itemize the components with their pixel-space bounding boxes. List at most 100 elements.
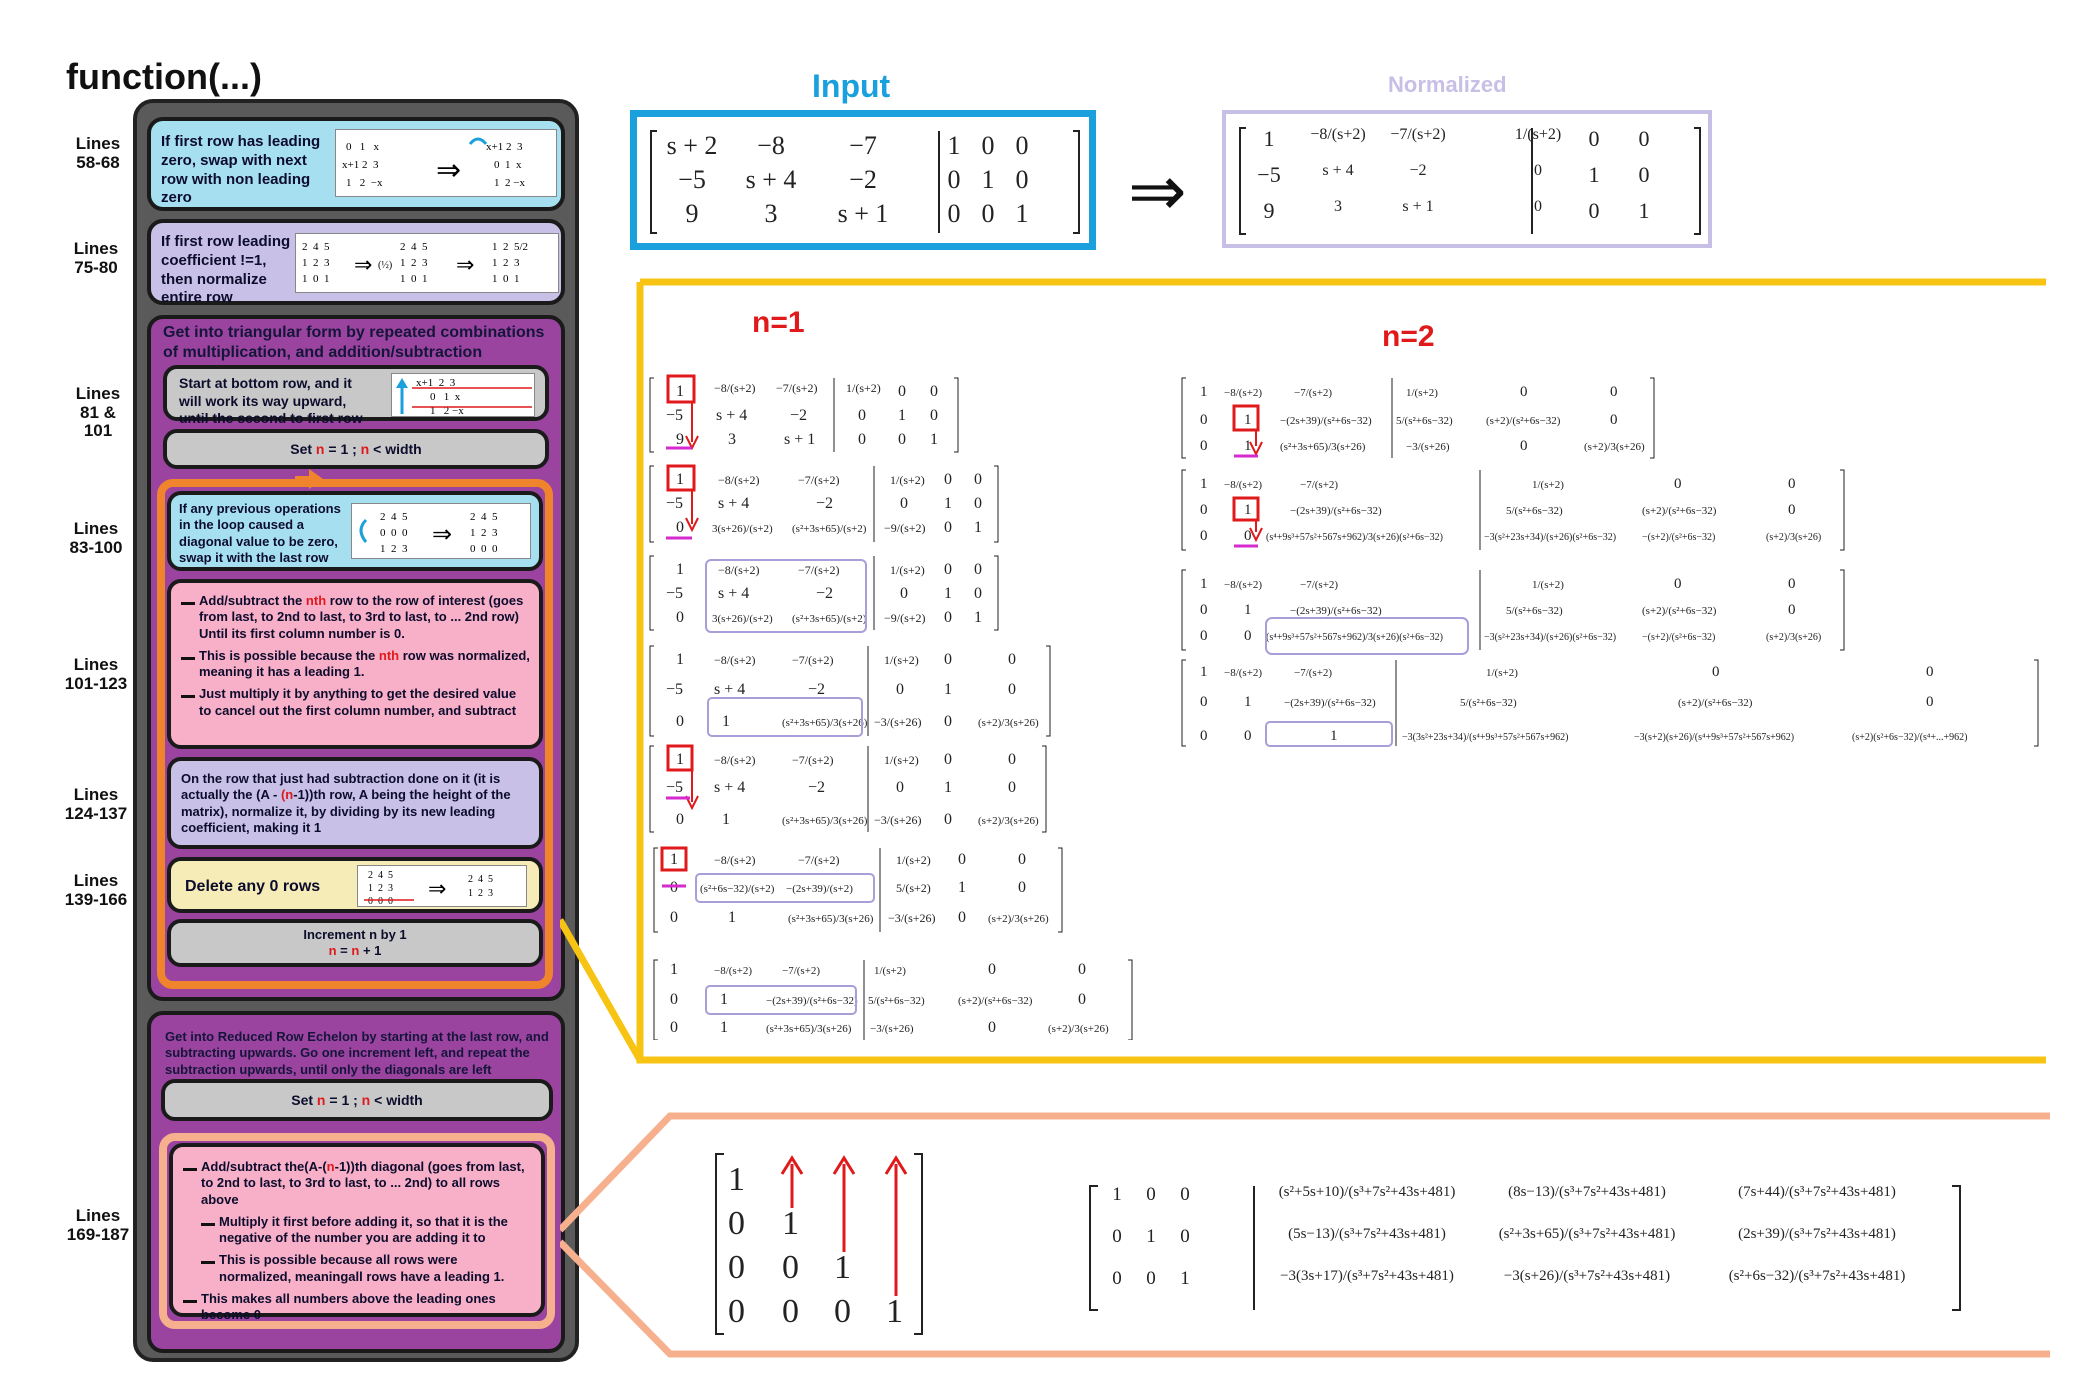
- svg-text:(s²+3s+65)/3(s+26): (s²+3s+65)/3(s+26): [782, 717, 868, 729]
- normalized-matrix-cell: 1: [1588, 162, 1600, 187]
- svg-text:⇒: ⇒: [432, 522, 452, 548]
- svg-text:0: 0: [1520, 438, 1528, 454]
- svg-text:s + 4: s + 4: [714, 681, 745, 698]
- svg-text:0 0 0: 0 0 0: [380, 527, 408, 539]
- input-matrix-cell: s + 1: [837, 199, 889, 228]
- svg-text:0: 0: [898, 383, 906, 400]
- final-matrix-cell: (7s+44)/(s³+7s²+43s+481): [1738, 1184, 1896, 1200]
- input-matrix-cell: 0: [947, 199, 961, 228]
- svg-text:0: 0: [1674, 476, 1682, 492]
- svg-text:−5: −5: [666, 495, 683, 512]
- svg-text:−2: −2: [790, 407, 807, 424]
- final-matrix-cell: 1: [1112, 1184, 1122, 1205]
- final-matrix-cell: 0: [1146, 1268, 1156, 1289]
- svg-text:0: 0: [782, 1293, 799, 1330]
- svg-text:−8/(s+2): −8/(s+2): [714, 381, 756, 395]
- svg-text:⇒: ⇒: [354, 252, 372, 277]
- input-matrix-cell: −2: [849, 165, 877, 194]
- normalized-matrix-cell: 1/(s+2): [1514, 126, 1562, 143]
- svg-text:1 2 −x: 1 2 −x: [346, 177, 383, 189]
- svg-text:1: 1: [974, 609, 982, 626]
- svg-text:−8/(s+2): −8/(s+2): [714, 965, 752, 977]
- svg-text:(s+2)/3(s+26): (s+2)/3(s+26): [1766, 532, 1821, 543]
- rref-bullet-3: This is possible because all rows were n…: [201, 1252, 533, 1285]
- svg-text:(s+2)/3(s+26): (s+2)/3(s+26): [978, 815, 1039, 827]
- svg-text:0: 0: [944, 609, 952, 626]
- svg-text:0: 0: [670, 909, 678, 926]
- svg-text:0: 0: [676, 713, 684, 730]
- loop-rref-frame: [159, 1133, 555, 1329]
- svg-text:0: 0: [944, 751, 952, 768]
- svg-text:(s+2)/(s²+6s−32): (s+2)/(s²+6s−32): [1642, 605, 1717, 617]
- final-matrix-cell: 0: [1112, 1226, 1122, 1247]
- normalize-row-step: On the row that just had subtraction don…: [167, 757, 543, 849]
- page-title: function(...): [66, 56, 262, 97]
- svg-text:0: 0: [1200, 602, 1208, 618]
- svg-text:(s+2)(s²+6s−32)/(s⁴+...+962): (s+2)(s²+6s−32)/(s⁴+...+962): [1852, 732, 1968, 743]
- svg-text:1/(s+2): 1/(s+2): [884, 753, 919, 767]
- svg-text:0: 0: [930, 407, 938, 424]
- svg-text:3: 3: [728, 431, 736, 448]
- svg-text:−8/(s+2): −8/(s+2): [718, 473, 760, 487]
- svg-text:2 4 5: 2 4 5: [400, 241, 428, 253]
- svg-text:0: 0: [1788, 502, 1796, 518]
- svg-text:1: 1: [670, 851, 678, 868]
- svg-text:−7/(s+2): −7/(s+2): [776, 381, 818, 395]
- svg-text:−3/(s+26): −3/(s+26): [1406, 441, 1450, 453]
- svg-text:0: 0: [974, 495, 982, 512]
- svg-text:0: 0: [900, 495, 908, 512]
- svg-text:3(s+26)/(s+2): 3(s+26)/(s+2): [712, 613, 773, 625]
- normalized-matrix-cell: 0: [1638, 162, 1650, 187]
- input-matrix-cell: −5: [678, 165, 706, 194]
- svg-text:(s+2)/3(s+26): (s+2)/3(s+26): [978, 717, 1039, 729]
- normalize-step: If first row leading coefficient !=1, th…: [147, 219, 565, 306]
- svg-text:2 4 5: 2 4 5: [302, 241, 330, 253]
- delete-zero-rows-step: Delete any 0 rows 2 4 5 1 2 3 0 0 0 ⇒ 2 …: [167, 857, 543, 913]
- svg-text:(s+2)/(s²+6s−32): (s+2)/(s²+6s−32): [958, 995, 1033, 1007]
- svg-text:−7/(s+2): −7/(s+2): [798, 563, 840, 577]
- svg-text:0: 0: [898, 431, 906, 448]
- svg-text:−8/(s+2): −8/(s+2): [1224, 579, 1262, 591]
- svg-text:0: 0: [896, 681, 904, 698]
- input-matrix-cell: −8: [757, 131, 785, 160]
- final-matrix-cell: −3(s+26)/(s³+7s²+43s+481): [1503, 1268, 1671, 1284]
- svg-text:(s²+3s+65)/3(s+26): (s²+3s+65)/3(s+26): [1280, 441, 1366, 453]
- svg-text:1: 1: [728, 1161, 745, 1198]
- svg-text:0: 0: [1712, 664, 1720, 680]
- svg-text:−3(s+2)(s+26)/(s⁴+9s³+57s²+567: −3(s+2)(s+26)/(s⁴+9s³+57s²+567s+962): [1634, 732, 1794, 743]
- rref-bullet-4: This makes all numbers above the leading…: [183, 1291, 533, 1324]
- input-matrix-cell: 0: [947, 165, 961, 194]
- add-subtract-bullet-1: Add/subtract the nth row to the row of i…: [181, 593, 531, 642]
- svg-text:0: 0: [728, 1205, 745, 1242]
- svg-text:0: 0: [1200, 412, 1208, 428]
- svg-text:0: 0: [1200, 628, 1208, 644]
- normalized-matrix-cell: 1: [1263, 126, 1275, 151]
- svg-text:0: 0: [1244, 528, 1252, 544]
- svg-text:1: 1: [720, 991, 728, 1008]
- svg-text:1: 1: [1200, 476, 1208, 492]
- n2-label: n=2: [1382, 320, 1435, 353]
- normalized-matrix-cell: 3: [1334, 198, 1342, 215]
- svg-text:−(2s+39)/(s+2): −(2s+39)/(s+2): [786, 883, 853, 895]
- svg-text:s + 1: s + 1: [784, 431, 815, 448]
- svg-text:0: 0: [1200, 728, 1208, 744]
- svg-text:2 4 5: 2 4 5: [468, 874, 493, 885]
- input-matrix-cell: 1: [1015, 199, 1029, 228]
- svg-text:1 2 3: 1 2 3: [400, 257, 428, 269]
- svg-text:s + 4: s + 4: [714, 779, 745, 796]
- svg-text:⇒: ⇒: [428, 876, 446, 901]
- svg-text:1 0 1: 1 0 1: [302, 273, 330, 285]
- svg-text:0: 0: [1674, 576, 1682, 592]
- svg-text:0: 0: [1008, 751, 1016, 768]
- svg-text:0: 0: [728, 1249, 745, 1286]
- svg-text:1: 1: [670, 961, 678, 978]
- svg-text:(s⁴+9s³+57s²+567s+962)/3(s+26): (s⁴+9s³+57s²+567s+962)/3(s+26)(s²+6s−32): [1266, 632, 1443, 643]
- svg-text:5/(s²+6s−32): 5/(s²+6s−32): [1506, 605, 1563, 617]
- svg-text:5/(s+2): 5/(s+2): [896, 881, 931, 895]
- svg-text:0: 0: [944, 811, 952, 828]
